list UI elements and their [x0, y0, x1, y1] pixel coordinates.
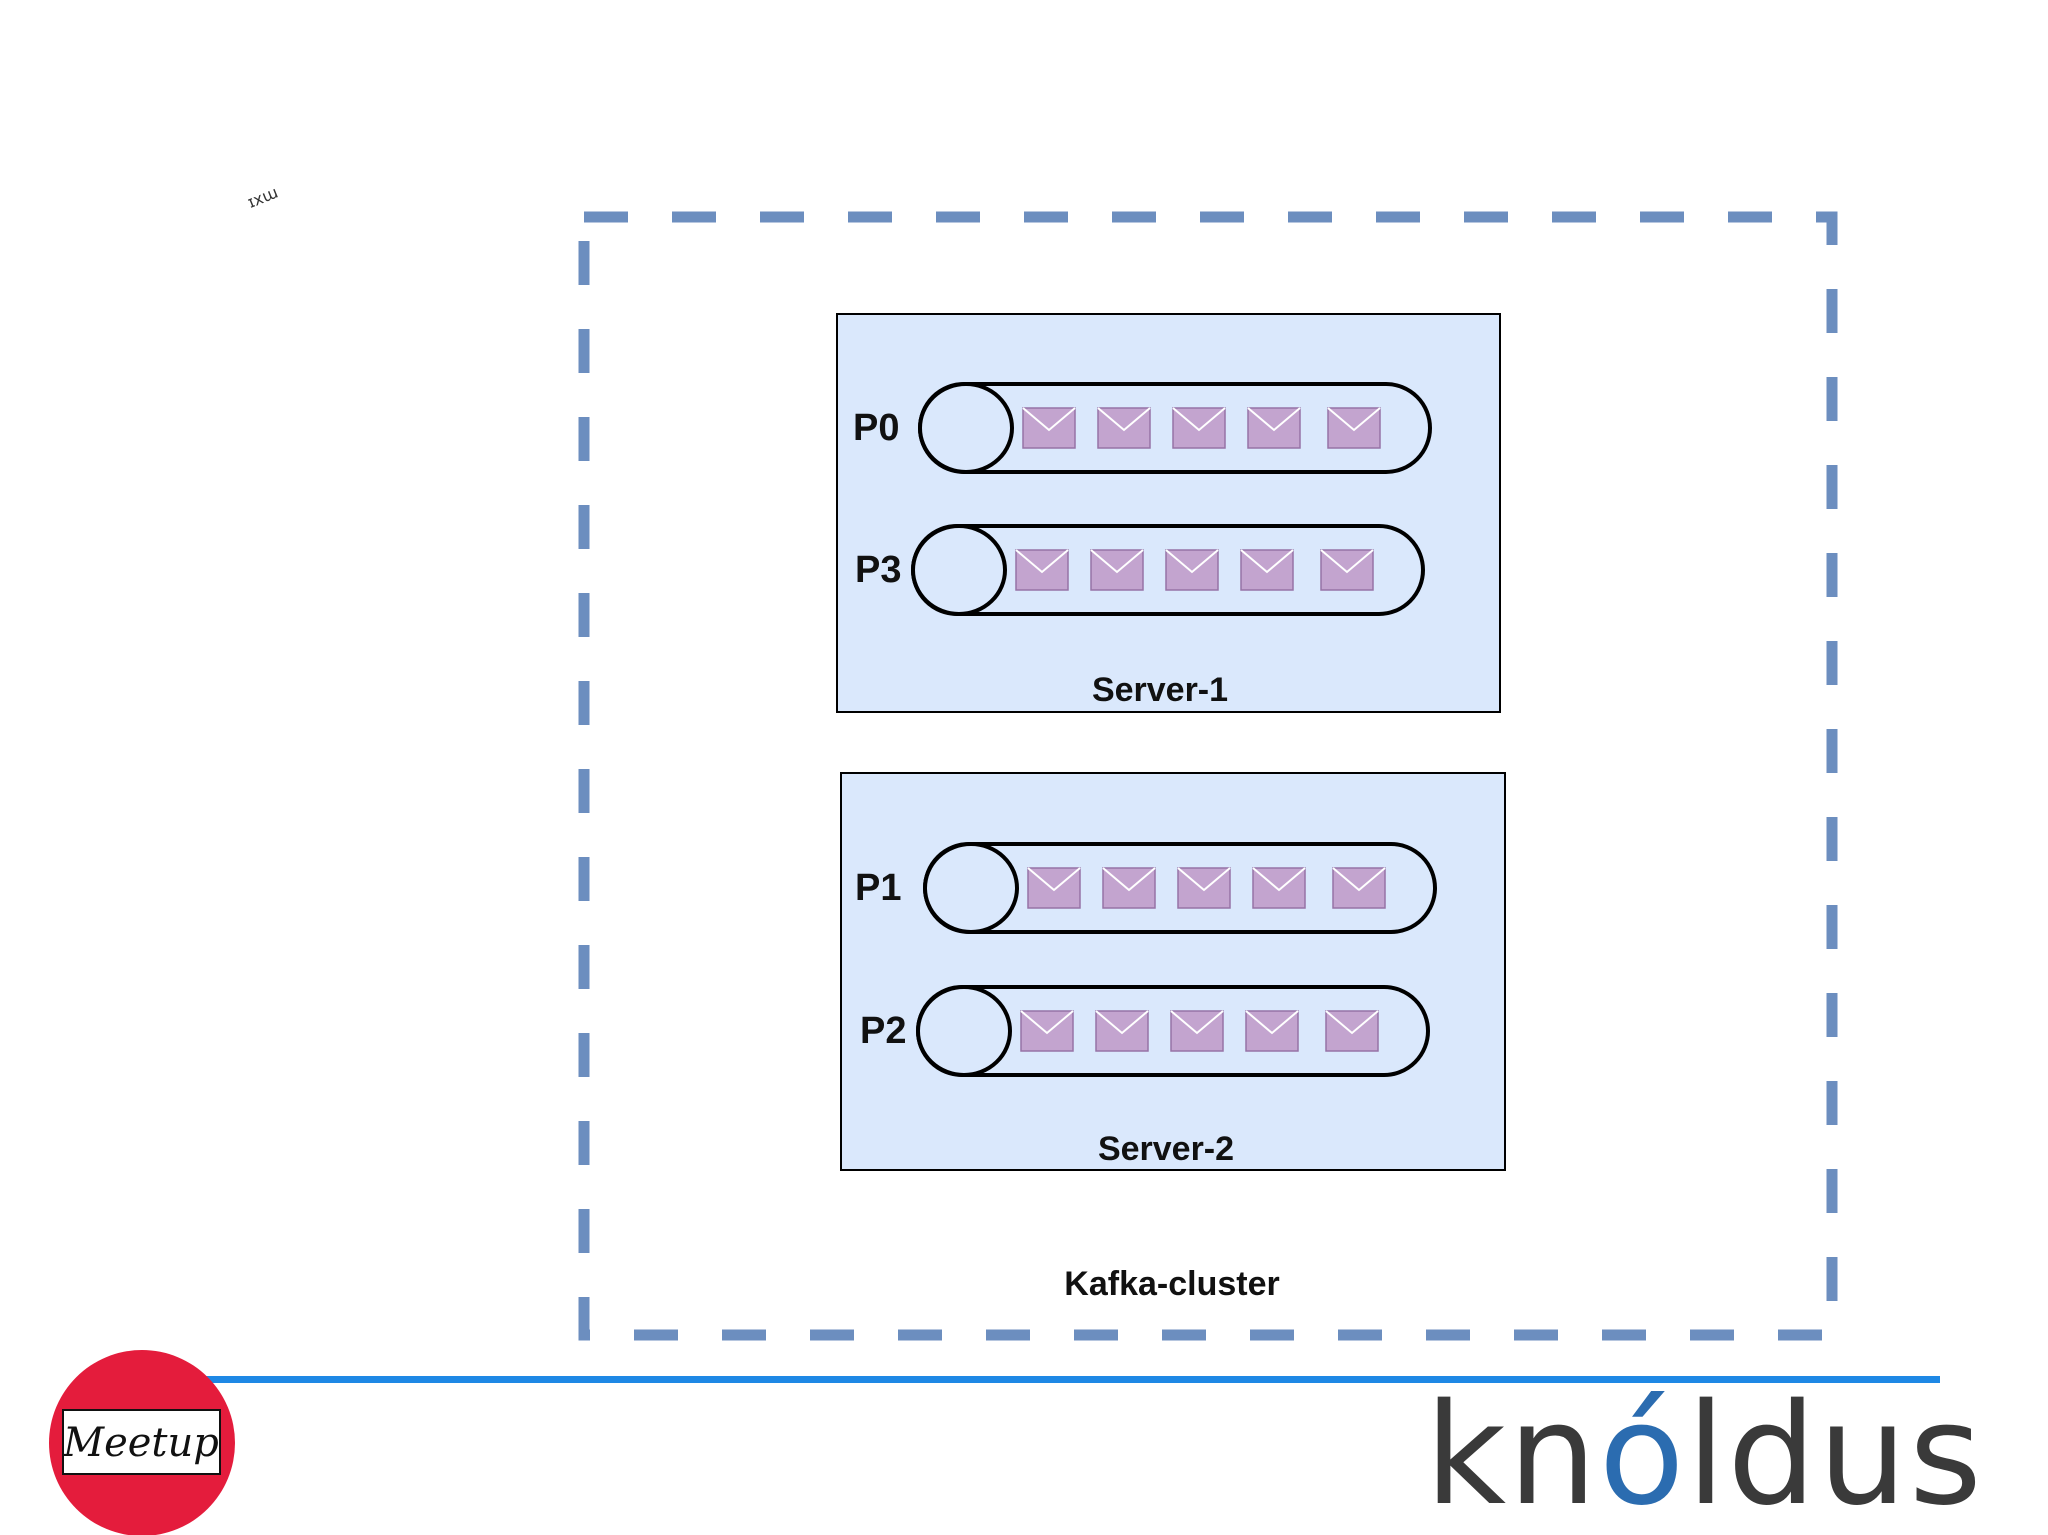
- envelope-icon: [1320, 549, 1374, 591]
- meetup-logo-text: Meetup: [62, 1420, 219, 1466]
- kafka-cluster-boundary: [578, 211, 1838, 1341]
- partition-label: P0: [853, 407, 899, 449]
- queue-head: [911, 524, 1007, 616]
- server-label: Server-1: [1092, 671, 1228, 709]
- footer-rule: [200, 1376, 1940, 1383]
- envelope-icon: [1327, 407, 1381, 449]
- envelope-icon: [1015, 549, 1069, 591]
- knoldus-logo: knóldus: [1425, 1374, 1984, 1535]
- envelope-icon: [1247, 407, 1301, 449]
- partition-p2: P2: [860, 985, 1430, 1077]
- partition-label: P2: [860, 1010, 906, 1052]
- envelope-icon: [1102, 867, 1156, 909]
- envelope-icon: [1172, 407, 1226, 449]
- envelope-icon: [1252, 867, 1306, 909]
- envelope-icon: [1177, 867, 1231, 909]
- server-box: [840, 772, 1506, 1171]
- envelope-icon: [1240, 549, 1294, 591]
- queue-head: [916, 985, 1012, 1077]
- partition-label: P1: [855, 867, 901, 909]
- queue-head: [923, 842, 1019, 934]
- partition-p0: P0: [853, 382, 1432, 474]
- queue-head: [918, 382, 1014, 474]
- partition-p1: P1: [855, 842, 1437, 934]
- envelope-icon: [1027, 867, 1081, 909]
- meetup-logo: Meetup: [49, 1350, 235, 1535]
- server-label: Server-2: [1098, 1130, 1234, 1168]
- envelope-icon: [1170, 1010, 1224, 1052]
- scribble-mark: ɪxɯ: [245, 183, 281, 212]
- envelope-icon: [1325, 1010, 1379, 1052]
- envelope-icon: [1165, 549, 1219, 591]
- envelope-icon: [1097, 407, 1151, 449]
- envelope-icon: [1095, 1010, 1149, 1052]
- partition-p3: P3: [855, 524, 1425, 616]
- envelope-icon: [1332, 867, 1386, 909]
- envelope-icon: [1020, 1010, 1074, 1052]
- envelope-icon: [1090, 549, 1144, 591]
- cluster-label: Kafka-cluster: [1064, 1265, 1279, 1303]
- envelope-icon: [1245, 1010, 1299, 1052]
- server-box: [836, 313, 1501, 713]
- partition-label: P3: [855, 549, 901, 591]
- envelope-icon: [1022, 407, 1076, 449]
